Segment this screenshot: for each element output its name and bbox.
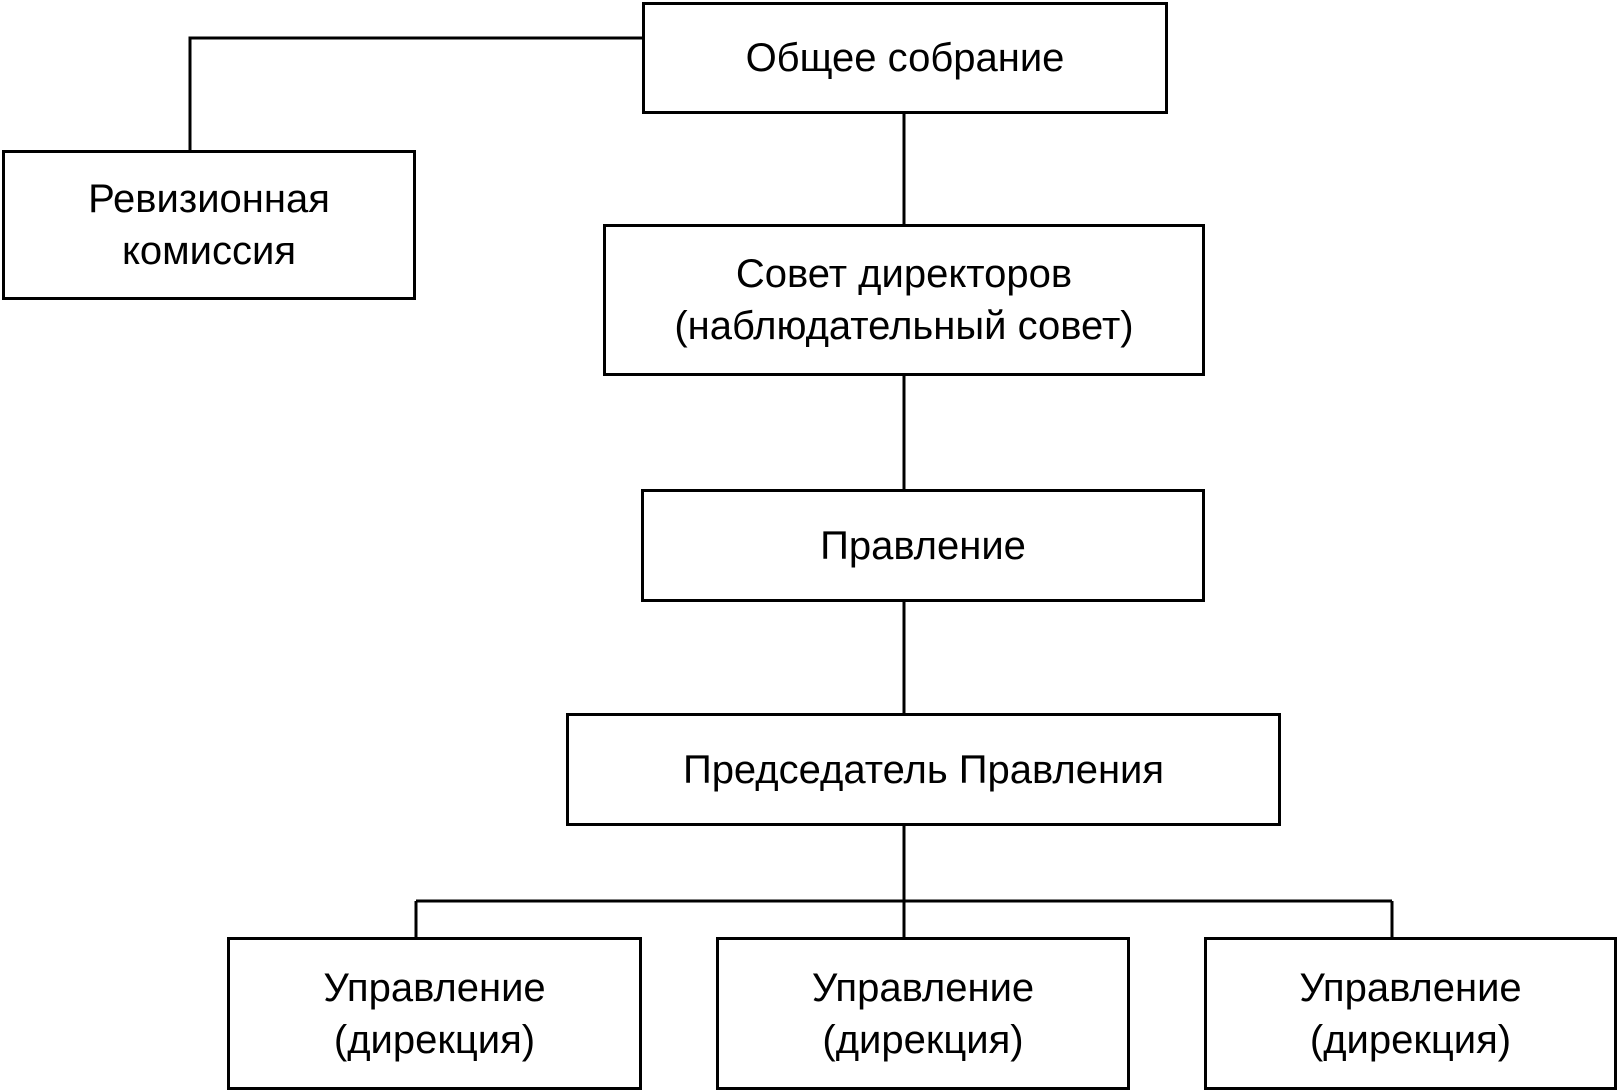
node-label-line-1: Управление xyxy=(1299,965,1522,1010)
node-department-3: Управление (дирекция) xyxy=(1204,937,1617,1090)
node-label-line-1: Ревизионная xyxy=(88,177,330,221)
node-label: Правление xyxy=(820,523,1026,568)
edge-general-meeting-to-audit-commission xyxy=(188,36,642,150)
node-board-of-directors: Совет директоров (наблюдательный совет) xyxy=(603,224,1205,376)
node-label-line-2: комиссия xyxy=(121,229,297,273)
node-audit-commission: Ревизионная комиссия xyxy=(2,150,416,300)
node-label-line-2: (дирекция) xyxy=(333,1017,536,1062)
node-department-2: Управление (дирекция) xyxy=(716,937,1130,1090)
node-label: Общее собрание xyxy=(745,36,1065,80)
node-label-line-2: (наблюдательный совет) xyxy=(674,304,1134,348)
node-label-line-1: Управление xyxy=(323,965,546,1010)
node-label-line-1: Совет директоров xyxy=(735,252,1073,296)
node-label-line-1: Управление xyxy=(811,965,1035,1010)
node-management-board: Правление xyxy=(641,489,1205,602)
node-board-chairman: Председатель Правления xyxy=(566,713,1281,826)
node-general-meeting: Общее собрание xyxy=(642,2,1168,114)
node-label-line-2: (дирекция) xyxy=(822,1017,1024,1062)
node-label: Председатель Правления xyxy=(682,747,1165,792)
node-department-1: Управление (дирекция) xyxy=(227,937,642,1090)
node-label-line-2: (дирекция) xyxy=(1309,1017,1512,1062)
